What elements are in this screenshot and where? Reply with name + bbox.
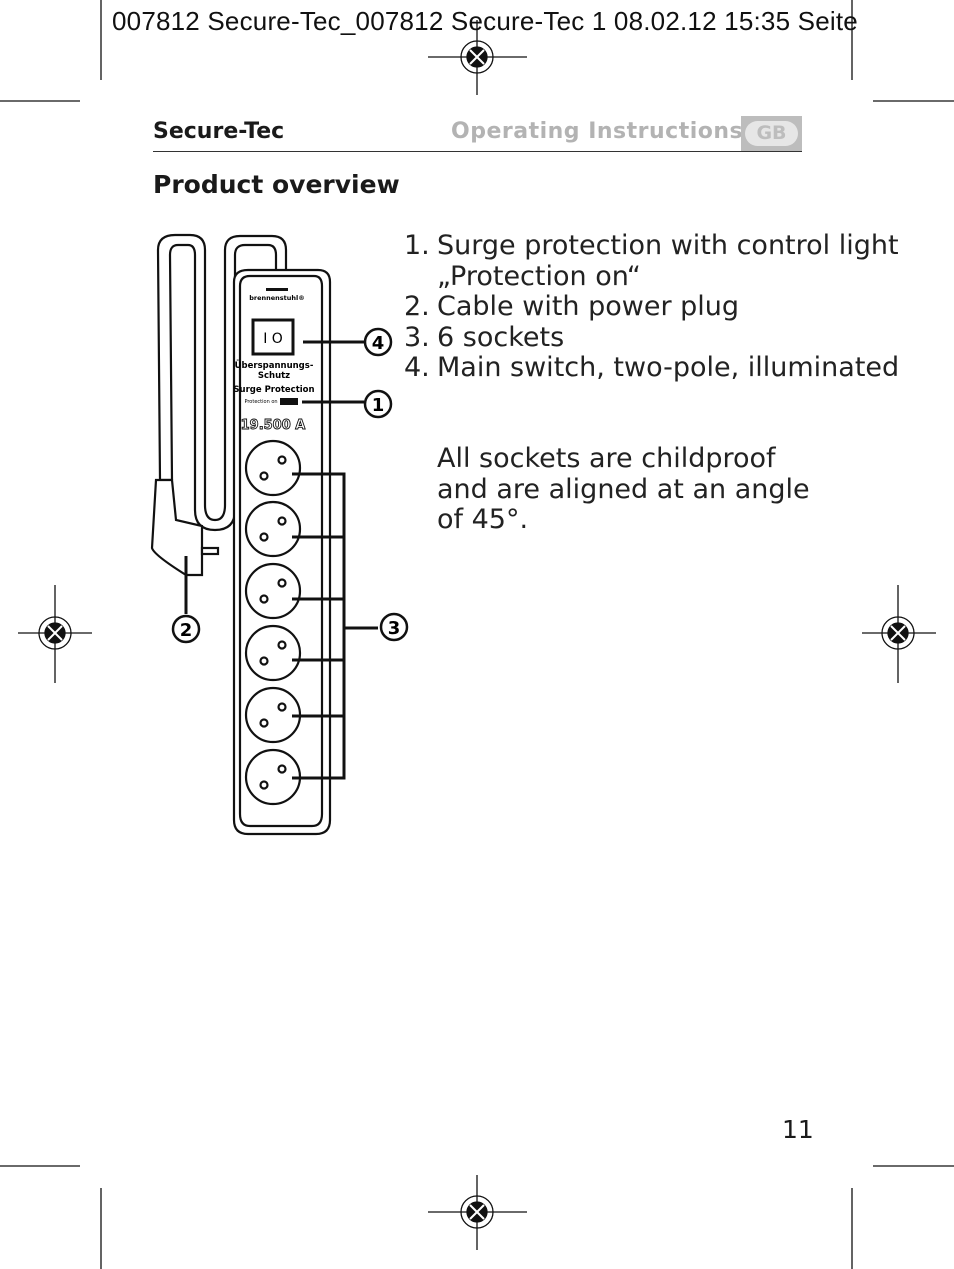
socket-3	[244, 562, 302, 620]
socket-6	[244, 748, 302, 806]
callout-4: 4	[363, 327, 393, 357]
brand-logo: brennenstuhl®	[249, 294, 305, 302]
list-item: 3.6 sockets	[404, 321, 565, 353]
callout-1: 1	[363, 389, 393, 419]
sockets	[244, 439, 302, 806]
callout-3: 3	[379, 612, 409, 642]
callout-leader-lines	[184, 340, 378, 780]
power-plug	[150, 478, 220, 577]
socket-1	[244, 439, 302, 497]
rating-label: 19.500 A	[241, 418, 306, 433]
main-switch: I O	[251, 318, 295, 356]
list-item: 1.Surge protection with control light „P…	[404, 230, 899, 292]
list-item: 2.Cable with power plug	[404, 291, 740, 322]
label-german: Überspannungs-	[235, 360, 314, 371]
label-german-2: Schutz	[258, 371, 290, 381]
indicator-label: Protection on	[244, 399, 277, 405]
print-slug-line: 007812 Secure-Tec_007812 Secure-Tec 1 08…	[112, 6, 858, 36]
callout-4-label: 4	[372, 333, 385, 354]
language-badge-label: GB	[745, 121, 798, 146]
callout-1-label: 1	[372, 395, 385, 416]
language-badge: GB	[741, 116, 802, 151]
registration-mark-bottom	[428, 1175, 527, 1250]
power-strip-illustration: brennenstuhl® I O Überspannungs- Schutz …	[150, 233, 409, 836]
socket-2	[244, 500, 302, 558]
header-product-name: Secure-Tec	[153, 119, 285, 144]
socket-5	[244, 686, 302, 744]
registration-mark-left	[18, 585, 92, 683]
page-number: 11	[782, 1115, 814, 1144]
switch-marks: I O	[263, 331, 283, 347]
header-rule	[153, 151, 802, 152]
socket-4	[244, 624, 302, 682]
list-item: 4.Main switch, two-pole, illuminated	[404, 352, 900, 383]
callout-2: 2	[171, 614, 201, 644]
registration-mark-right	[862, 585, 936, 683]
label-english: Surge Protection	[233, 385, 314, 395]
page-title: Product overview	[153, 170, 400, 199]
callout-3-label: 3	[388, 618, 401, 639]
callout-2-label: 2	[180, 620, 193, 641]
power-cable	[156, 233, 288, 532]
control-light-icon	[280, 398, 298, 405]
parts-list: 1.Surge protection with control light „P…	[400, 230, 954, 384]
childproof-note: All sockets are childproof and are align…	[437, 443, 810, 535]
header-section-name: Operating Instructions	[451, 119, 744, 144]
registration-mark-top	[428, 20, 527, 95]
